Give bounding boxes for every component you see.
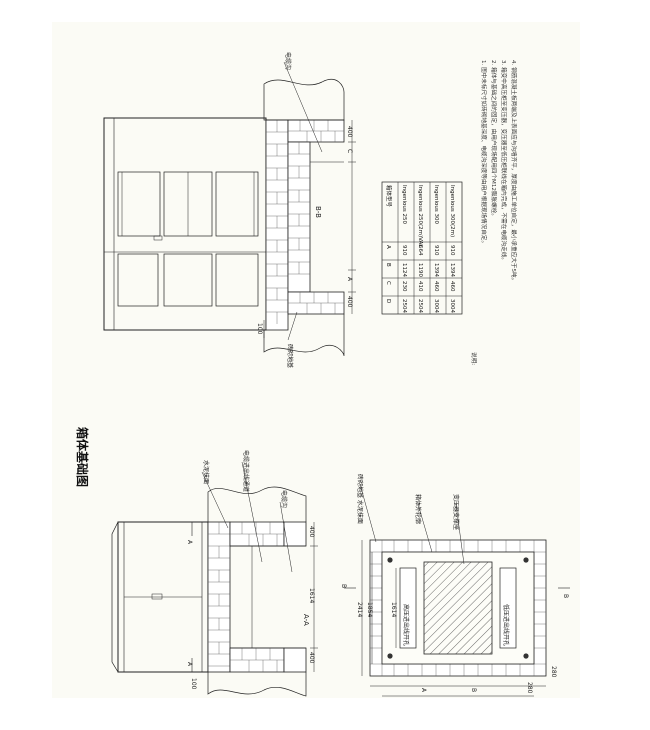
spec-table-cell: 3004 [433,299,439,313]
plan-view: 高压进出线开孔 低压进出线开孔 砖砌地基 水泥抹面 箱体外轮廓 变压器支撑座 2… [340,474,570,697]
aa-cement-plaster-label: 水泥抹面 [202,460,210,484]
spec-table-header: B [385,263,391,267]
aa-dim-400a: 400 [308,526,315,538]
spec-table-cell: Ingenious 300(2m) [449,185,455,237]
plan-lv-hole [499,567,517,649]
spec-table-cell: 460 [433,281,439,292]
spec-table-cell: 1124 [401,263,407,277]
spec-table-cell: 910 [401,245,407,256]
anchor-bolt [387,653,393,659]
spec-table-cell: 460 [449,281,455,292]
plan-brick-plaster-label: 砖砌地基 水泥抹面 [356,474,364,524]
plan-dim-a: A [420,688,427,693]
bb-dim-400b: 400 [346,296,353,308]
spec-table-cell: Ingenious 250 [401,185,407,224]
spec-table-cell: 230 [401,281,407,292]
transformer-body [103,117,267,331]
drawing-sheet: 箱体基础图 400 [52,22,580,698]
notes: 说明: 1. 图中未标尺寸如砖砌地基深度、电缆沟深度等由用户根据现场情况自定。 … [470,60,518,365]
anchor-bolt [523,653,529,659]
aa-mark-a-top: A [186,540,193,545]
note-4: 4. 钢筋混凝土板两端及上表面应与沟墙齐平，厚度由施工单位自定，最小承重应大于5… [510,60,518,283]
spec-table-cell: 1394 [449,263,455,277]
bb-dim-400a: 400 [346,126,353,138]
plan-dim-280b: 280 [550,666,557,678]
spec-table-cell: 410 [417,281,423,292]
aa-cut-label: A-A [302,614,310,626]
spec-table-frame [381,181,463,315]
plan-transformer-support-label: 变压器支撑座 [452,494,460,530]
aa-dim-1614: 1614 [308,588,315,603]
spec-table-header: A [385,245,391,249]
section-aa: A A 400 1614 400 100 水泥抹面 电缆进出线通道 电缆沟 A-… [111,450,318,697]
plan-dim-280a: 280 [526,682,533,694]
plan-transformer-support [423,561,493,655]
bb-cable-trench-label: 电缆沟 [284,52,292,70]
plan-dim-2414: 2414 [356,602,363,617]
spec-table-cell: Ingenious 300 [433,185,439,224]
spec-table-header: D [385,299,391,303]
bb-brick-foundation-label: 砖砌地基 [286,344,294,368]
note-2: 2. 箱体与基础之间的固定，由用户现场配用四个M12膨胀螺栓。 [490,60,498,219]
spec-table-cell: 3004 [449,299,455,313]
aa-cable-trench-label: 电缆沟 [280,490,288,508]
aa-mark-a-bottom: A [186,662,193,667]
foundation-drawing: 箱体基础图 400 [75,52,570,697]
bb-dim-100: 100 [256,323,263,335]
plan-dim-1614: 1614 [390,602,397,617]
bb-dim-c: C [346,149,353,153]
spec-table-cell: 1394 [433,263,439,277]
bb-cut-label: B-B [314,206,322,218]
plan-hv-hole-label: 高压进出线开孔 [402,604,410,646]
spec-table-header: 箱体型号 [385,185,393,208]
spec-table-cell: Ingenious 250(2m)VAL [417,185,423,248]
aa-dim-100: 100 [190,678,197,690]
spec-table-cell: 664 [417,245,423,256]
aa-cable-channel-label: 电缆进出线通道 [242,450,250,492]
plan-hv-hole [399,567,417,649]
spec-table-cell: 910 [449,245,455,256]
plan-mark-b-left: B [340,584,347,588]
bb-dim-a: A [346,277,353,282]
spec-table-cell: 910 [433,245,439,256]
plan-mark-b-right: B [562,594,569,598]
plan-lv-hole-label: 低压进出线开孔 [502,604,510,646]
aa-dim-400b: 400 [308,652,315,664]
note-1: 1. 图中未标尺寸如砖砌地基深度、电缆沟深度等由用户根据现场情况自定。 [480,60,488,246]
anchor-bolt [523,557,529,563]
spec-table-header: C [385,281,391,285]
drawing-title: 箱体基础图 [75,427,90,487]
plan-dim-b: B [470,688,477,692]
spec-table-cell: 1190 [417,263,423,277]
note-3: 3. 箱变中高压柜至变压器，变压器至低压柜联线在箱内完成，不需在电缆沟走线。 [500,60,508,263]
spec-table-cell: 2504 [401,299,407,313]
spec-table: 箱体型号 A B C D Ingenious 250 910 1124 230 2504 Ingen… [381,181,463,315]
section-bb: 400 C A 400 100 电缆沟 砖砌地基 B-B [103,52,356,368]
plan-box-outline-label: 箱体外轮廓 [414,494,422,524]
plan-dim-1854: 1854 [366,602,373,617]
notes-heading: 说明: [470,352,478,365]
anchor-bolt [387,557,393,563]
spec-table-cell: 2504 [417,299,423,313]
